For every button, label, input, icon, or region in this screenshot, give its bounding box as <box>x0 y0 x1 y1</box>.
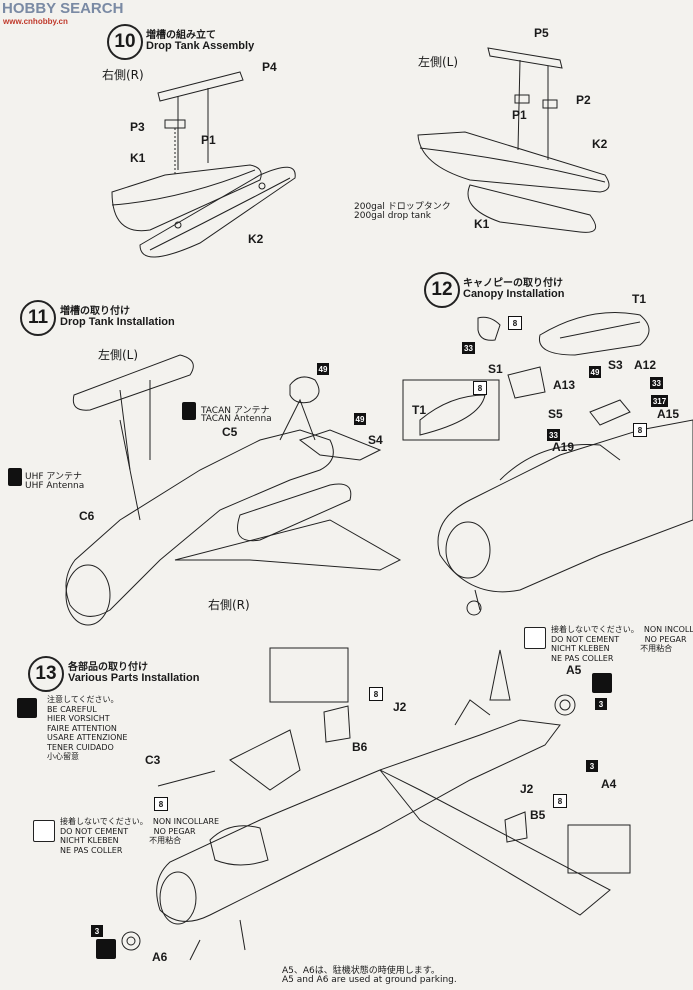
part-label-p1b: P1 <box>512 108 527 122</box>
part-label-s4: S4 <box>368 433 383 447</box>
color-badge-33a: 33 <box>462 342 475 354</box>
aircraft-step13-drawing <box>121 647 631 961</box>
step-13-title-jp: 各部品の取り付け <box>68 662 148 673</box>
part-label-k2b: K2 <box>592 137 608 151</box>
color-badge-8a-step13: 8 <box>369 687 383 701</box>
color-badge-49: 49 <box>589 366 601 378</box>
color-badge-3a-step13: 3 <box>595 698 607 710</box>
footnote-en: A5 and A6 are used at ground parking. <box>282 975 457 985</box>
part-label-a6: A6 <box>152 950 168 964</box>
caution-icon-a6 <box>96 939 116 959</box>
step-12-title-jp: キャノピーの取り付け <box>463 278 563 289</box>
tank-caption-jp: 200gal ドロップタンク <box>354 202 451 212</box>
part-label-a19: A19 <box>552 440 575 454</box>
part-label-c3: C3 <box>145 753 161 767</box>
part-label-a5: A5 <box>566 663 582 677</box>
no-cement-icon-left <box>33 820 55 842</box>
color-badge-3b-step13: 3 <box>586 760 598 772</box>
part-label-p4: P4 <box>262 60 277 74</box>
part-label-p2: P2 <box>576 93 591 107</box>
part-label-a12: A12 <box>634 358 657 372</box>
part-label-j2b: J2 <box>520 782 534 796</box>
part-label-a4: A4 <box>601 777 617 791</box>
step-10-left-side-label: 左側(L) <box>418 55 459 69</box>
drop-tank-right-drawing <box>111 71 296 258</box>
step-10-title-en: Drop Tank Assembly <box>146 40 255 52</box>
tacan-label-jp: TACAN アンテナ <box>201 406 270 416</box>
caution-icon-a5 <box>592 673 612 693</box>
step-10-number: 10 <box>107 24 143 60</box>
watermark-url: www.cnhobby.cn <box>3 17 68 26</box>
color-badge-8b: 8 <box>473 381 487 395</box>
step-11-title-jp: 増槽の取り付け <box>60 306 130 317</box>
part-label-c6: C6 <box>79 509 95 523</box>
tacan-label-en: TACAN Antenna <box>201 414 272 424</box>
part-label-p5: P5 <box>534 26 549 40</box>
uhf-label-en: UHF Antenna <box>25 481 85 491</box>
part-label-p3: P3 <box>130 120 145 134</box>
tacan-antenna-icon <box>182 402 196 420</box>
part-label-k1: K1 <box>130 151 146 165</box>
part-label-k1b: K1 <box>474 217 490 231</box>
part-label-t1-inset: T1 <box>412 403 427 417</box>
color-badge-317: 317 <box>651 395 668 407</box>
color-badge-33b: 33 <box>650 377 663 389</box>
color-badge-49b: 49 <box>354 413 366 425</box>
part-label-a15: A15 <box>657 407 680 421</box>
footnote-jp: A5、A6は、駐機状態の時使用します。 <box>282 966 440 976</box>
step-11-title-en: Drop Tank Installation <box>60 316 175 328</box>
step-10-title-jp: 増槽の組み立て <box>146 30 216 41</box>
drop-tank-left-drawing <box>417 47 610 233</box>
aircraft-step12-drawing <box>402 312 693 616</box>
color-badge-49a: 49 <box>317 363 329 375</box>
tank-caption-en: 200gal drop tank <box>354 211 432 221</box>
step-11-number: 11 <box>20 300 56 336</box>
step-10-right-side-label: 右側(R) <box>102 68 144 82</box>
step-12-title-en: Canopy Installation <box>463 288 565 300</box>
no-cement-text-right: 接着しないでください。 NON INCOLLARE DO NOT CEMENT … <box>551 625 693 663</box>
part-label-j2: J2 <box>393 700 407 714</box>
part-label-b5: B5 <box>530 808 546 822</box>
part-label-c5: C5 <box>222 425 238 439</box>
color-badge-3c-step13: 3 <box>91 925 103 937</box>
step-13-title-en: Various Parts Installation <box>68 672 200 684</box>
step-13-number: 13 <box>28 656 64 692</box>
color-badge-8b-step13: 8 <box>154 797 168 811</box>
step-11-right-side-label: 右側(R) <box>208 598 250 612</box>
color-badge-8c: 8 <box>633 423 647 437</box>
aircraft-step11-drawing <box>65 354 402 626</box>
part-label-a13: A13 <box>553 378 576 392</box>
caution-icon <box>17 698 37 718</box>
caution-text: 注意してください。 BE CAREFUL HIER VORSICHT FAIRE… <box>47 695 128 761</box>
uhf-label-jp: UHF アンテナ <box>25 472 83 482</box>
no-cement-icon-right <box>524 627 546 649</box>
color-badge-8a: 8 <box>508 316 522 330</box>
part-label-t1: T1 <box>632 292 647 306</box>
part-label-s3: S3 <box>608 358 623 372</box>
color-badge-8c-step13: 8 <box>553 794 567 808</box>
step-11-left-side-label: 左側(L) <box>98 348 139 362</box>
watermark-title: HOBBY SEARCH <box>2 0 124 17</box>
part-label-s5: S5 <box>548 407 563 421</box>
step-12-number: 12 <box>424 272 460 308</box>
part-label-k2: K2 <box>248 232 264 246</box>
uhf-antenna-icon <box>8 468 22 486</box>
part-label-p1: P1 <box>201 133 216 147</box>
no-cement-text-left: 接着しないでください。 NON INCOLLARE DO NOT CEMENT … <box>60 817 220 855</box>
part-label-s1: S1 <box>488 362 503 376</box>
color-badge-33c: 33 <box>547 429 560 441</box>
part-label-b6: B6 <box>352 740 368 754</box>
